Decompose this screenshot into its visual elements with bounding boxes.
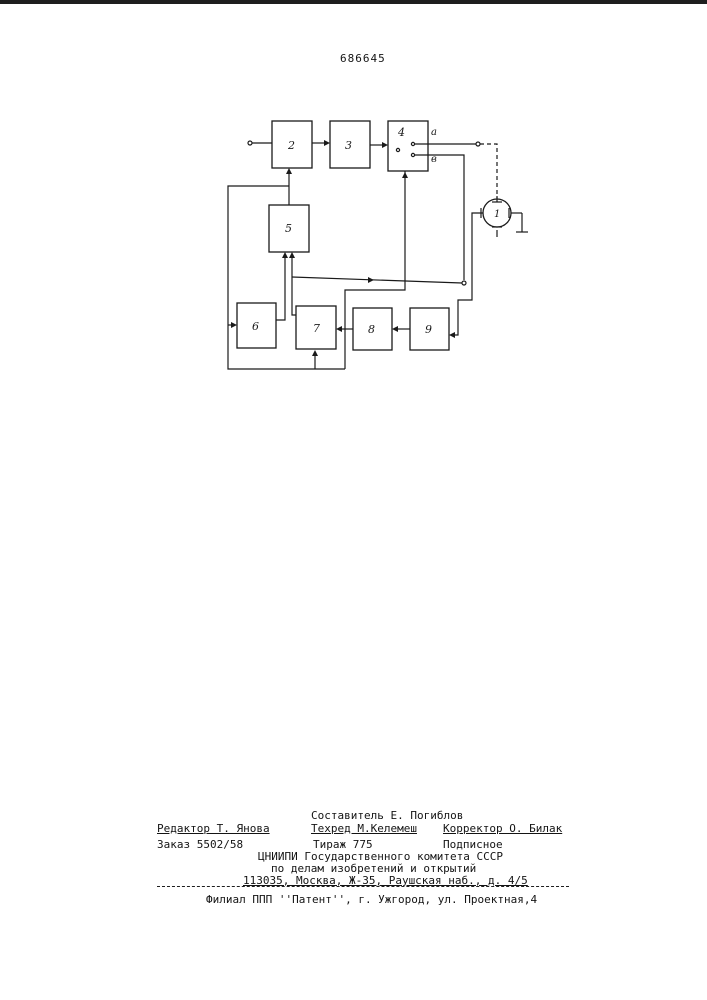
editor-line: Редактор Т. Янова	[157, 823, 270, 835]
dashed-separator	[157, 886, 569, 887]
branch-line: Филиал ППП ''Патент'', г. Ужгород, ул. П…	[206, 894, 537, 906]
order-line: Заказ 5502/58	[157, 839, 243, 851]
corrector-line: Корректор О. Билак	[443, 823, 562, 835]
tech-editor-line: Техред М.Келемеш	[311, 823, 417, 835]
compiler-line: Составитель Е. Погиблов	[311, 810, 463, 822]
